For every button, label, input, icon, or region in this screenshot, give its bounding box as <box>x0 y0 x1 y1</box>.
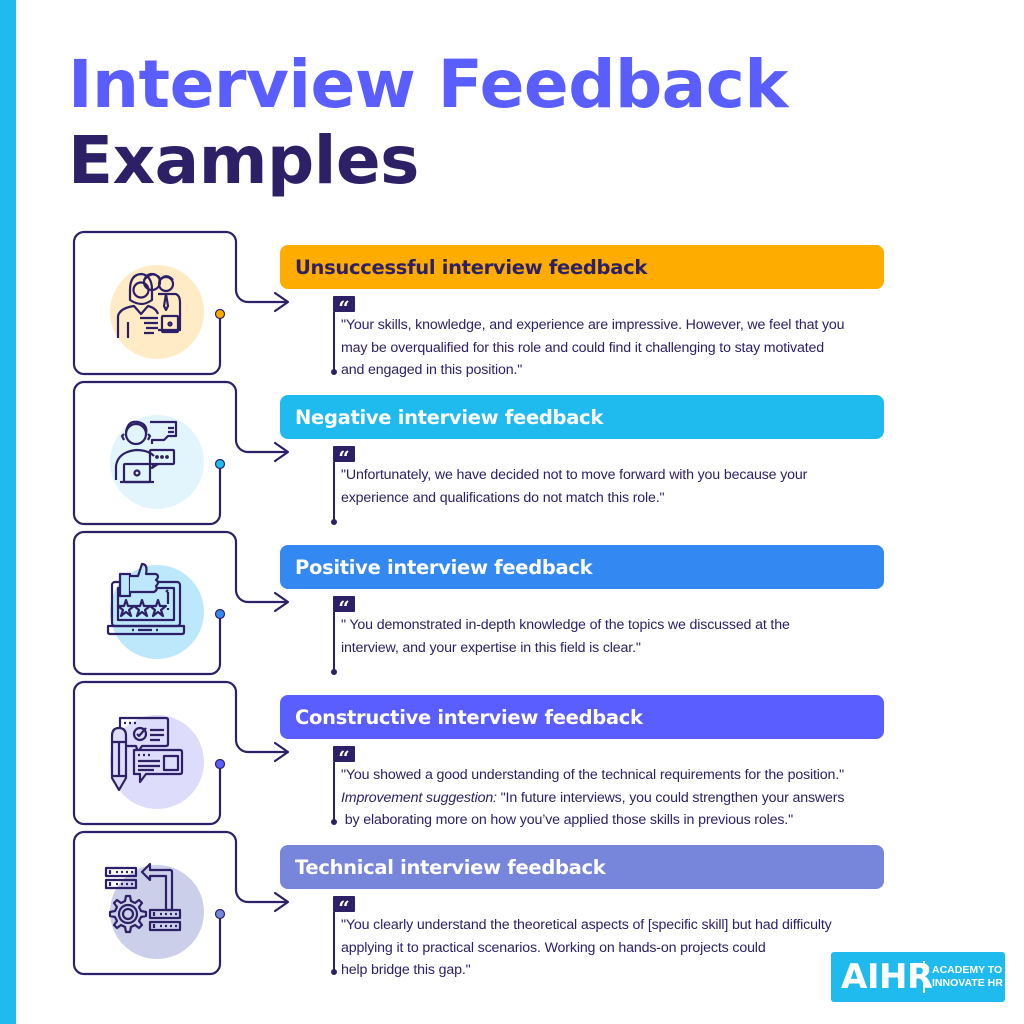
feedback-quote: " You demonstrated in-depth knowledge of… <box>341 614 891 659</box>
feedback-type-header: Constructive interview feedback <box>280 695 884 739</box>
quote-line: Improvement suggestion: "In future inter… <box>341 787 891 810</box>
feedback-type-label: Technical interview feedback <box>295 855 606 879</box>
person-laptop-thumbs-down-icon <box>114 420 178 484</box>
quote-line: applying it to practical scenarios. Work… <box>341 939 766 956</box>
icon-frame-connector <box>72 380 290 526</box>
logo-divider <box>923 961 925 993</box>
quote-bar <box>333 612 335 672</box>
icon-frame-connector <box>72 530 290 676</box>
connector-dot <box>214 458 226 470</box>
quote-line: help bridge this gap." <box>341 962 471 978</box>
logo-tagline-line2: INNOVATE HR <box>932 977 1003 989</box>
laptop-thumbs-up-stars-icon <box>106 562 186 636</box>
quote-icon: “ <box>333 596 355 612</box>
page-title-line2: Examples <box>68 122 419 199</box>
feedback-quote: "You clearly understand the theoretical … <box>341 914 891 982</box>
quote-bar-end-dot <box>331 969 337 975</box>
left-accent-stripe <box>0 0 16 1024</box>
feedback-quote: "Unfortunately, we have decided not to m… <box>341 464 891 509</box>
quote-line: "You clearly understand the theoretical … <box>341 917 832 933</box>
quote-bar-end-dot <box>331 519 337 525</box>
feedback-type-header: Negative interview feedback <box>280 395 884 439</box>
quote-line: by elaborating more on how you’ve applie… <box>341 812 793 828</box>
quote-line: "Unfortunately, we have decided not to m… <box>341 467 808 483</box>
feedback-type-label: Constructive interview feedback <box>295 705 643 729</box>
quote-line: " You demonstrated in-depth knowledge of… <box>341 617 790 633</box>
feedback-type-header: Technical interview feedback <box>280 845 884 889</box>
logo-wordmark: AIHR <box>841 957 933 997</box>
feedback-type-header: Positive interview feedback <box>280 545 884 589</box>
quote-line: interview, and your expertise in this fi… <box>341 639 641 656</box>
icon-frame-connector <box>72 230 290 376</box>
quote-line: and engaged in this position." <box>341 362 523 378</box>
quote-icon: “ <box>333 446 355 462</box>
quote-bar-end-dot <box>331 369 337 375</box>
quote-icon: “ <box>333 296 355 312</box>
icon-frame-connector <box>72 830 290 976</box>
improvement-suggestion-label: Improvement suggestion: <box>341 789 497 806</box>
feedback-type-label: Unsuccessful interview feedback <box>295 255 647 279</box>
quote-bar <box>333 312 335 372</box>
feedback-item-positive: Positive interview feedback “ " You demo… <box>0 530 1024 682</box>
quote-bar-end-dot <box>331 819 337 825</box>
feedback-item-constructive: Constructive interview feedback “ "You s… <box>0 680 1024 832</box>
quote-text: "In future interviews, you could strengt… <box>500 789 845 806</box>
page-title-line1: Interview Feedback <box>68 46 788 123</box>
feedback-item-technical: Technical interview feedback “ "You clea… <box>0 830 1024 982</box>
quote-line: may be overqualified for this role and c… <box>341 339 824 356</box>
quote-icon: “ <box>333 746 355 762</box>
feedback-item-unsuccessful: Unsuccessful interview feedback “ "Your … <box>0 230 1024 382</box>
pencil-chat-review-icon <box>110 716 184 792</box>
feedback-item-negative: Negative interview feedback “ "Unfortuna… <box>0 380 1024 532</box>
feedback-type-header: Unsuccessful interview feedback <box>280 245 884 289</box>
quote-line: "You showed a good understanding of the … <box>341 767 844 783</box>
feedback-type-label: Positive interview feedback <box>295 555 593 579</box>
feedback-type-label: Negative interview feedback <box>295 405 603 429</box>
quote-bar <box>333 762 335 822</box>
team-people-icon <box>116 272 182 338</box>
quote-line: "Your skills, knowledge, and experience … <box>341 317 845 333</box>
connector-dot <box>214 608 226 620</box>
aihr-logo: AIHR ACADEMY TO INNOVATE HR <box>831 952 1005 1002</box>
quote-bar-end-dot <box>331 669 337 675</box>
logo-tagline: ACADEMY TO INNOVATE HR <box>932 964 1003 990</box>
gear-server-process-icon <box>104 862 182 934</box>
feedback-quote: "You showed a good understanding of the … <box>341 764 891 832</box>
connector-dot <box>214 308 226 320</box>
icon-frame-connector <box>72 680 290 826</box>
quote-line: experience and qualifications do not mat… <box>341 489 665 506</box>
quote-bar <box>333 462 335 522</box>
logo-tagline-line1: ACADEMY TO <box>932 964 1003 976</box>
connector-dot <box>214 908 226 920</box>
feedback-quote: "Your skills, knowledge, and experience … <box>341 314 891 382</box>
quote-bar <box>333 912 335 972</box>
connector-dot <box>214 758 226 770</box>
quote-icon: “ <box>333 896 355 912</box>
